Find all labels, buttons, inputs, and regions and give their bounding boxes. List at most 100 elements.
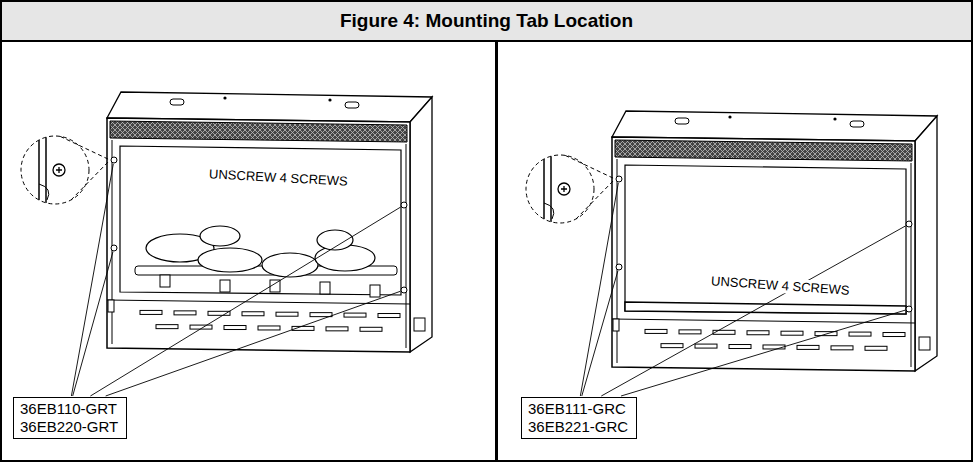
detail-ground bbox=[526, 155, 594, 223]
louver-slot bbox=[174, 311, 196, 315]
mounting-screw bbox=[111, 157, 117, 163]
model-number: 36EB220-GRT bbox=[18, 418, 120, 436]
detail-screw-slot bbox=[56, 167, 62, 173]
louver-slot bbox=[729, 345, 751, 349]
louver-slot bbox=[865, 346, 887, 350]
insert-top bbox=[107, 92, 432, 122]
louver-slot bbox=[661, 344, 683, 348]
instruction-label: UNSCREW 4 SCREWS bbox=[207, 166, 350, 188]
insert-side bbox=[410, 97, 432, 352]
figure-panel: 36EB110-GRT36EB220-GRT UNSCREW 4 SCREWS bbox=[0, 40, 498, 462]
detail-view bbox=[526, 149, 594, 229]
detail-screw bbox=[558, 183, 570, 195]
insert-top bbox=[612, 111, 937, 141]
louver-slot bbox=[378, 314, 400, 318]
frame-line bbox=[406, 144, 407, 348]
detail-screw bbox=[53, 164, 65, 176]
louver-slot bbox=[156, 325, 178, 329]
louver-slot bbox=[883, 333, 905, 337]
top-hole bbox=[833, 117, 836, 120]
louver-slot bbox=[276, 312, 298, 316]
side-tab bbox=[613, 319, 619, 331]
louver-slot bbox=[645, 329, 667, 333]
top-hole bbox=[223, 96, 226, 99]
fireplace-insert bbox=[526, 111, 937, 371]
louver-slot bbox=[849, 332, 871, 336]
detail-tab bbox=[39, 184, 49, 200]
detail-leader bbox=[565, 155, 615, 179]
top-slot bbox=[850, 121, 864, 127]
louver-slot bbox=[310, 313, 332, 317]
grate-leg bbox=[160, 275, 170, 287]
louver-slot bbox=[242, 312, 264, 316]
log bbox=[200, 226, 240, 246]
louver-slot bbox=[326, 327, 348, 331]
mounting-screw bbox=[906, 306, 912, 312]
top-slot bbox=[675, 118, 689, 124]
firebox-opening bbox=[120, 146, 401, 295]
detail-circle bbox=[21, 136, 89, 204]
louver-slot bbox=[360, 327, 382, 331]
leader-line bbox=[71, 164, 113, 396]
top-hole bbox=[728, 115, 731, 118]
mounting-screw bbox=[616, 264, 622, 270]
louver-slot bbox=[695, 344, 717, 348]
insert-side bbox=[915, 116, 937, 371]
instruction-label: UNSCREW 4 SCREWS bbox=[709, 273, 852, 298]
louver-slot bbox=[679, 330, 701, 334]
leader-line bbox=[601, 226, 905, 396]
leader-line bbox=[106, 291, 401, 396]
figure-title: Figure 4: Mounting Tab Location bbox=[340, 10, 633, 32]
detail-leader bbox=[71, 160, 110, 200]
detail-leader bbox=[576, 179, 615, 219]
grate-leg bbox=[370, 285, 380, 297]
detail-circle bbox=[526, 155, 594, 223]
switch-box bbox=[919, 337, 930, 350]
louver-slot bbox=[713, 330, 735, 334]
log bbox=[198, 248, 262, 272]
log bbox=[262, 253, 318, 277]
detail-screw-slot bbox=[561, 186, 567, 192]
insert-front bbox=[107, 118, 410, 352]
detail-ground bbox=[21, 136, 89, 204]
louver-slot bbox=[224, 326, 246, 330]
mounting-screw bbox=[906, 221, 912, 227]
model-number: 36EB221-GRC bbox=[526, 418, 630, 436]
louver-slot bbox=[831, 346, 853, 350]
detail-edge bbox=[543, 149, 545, 229]
leader-line bbox=[582, 271, 618, 396]
leader-line bbox=[90, 207, 400, 396]
firebox-opening bbox=[625, 165, 906, 314]
louver-slot bbox=[797, 345, 819, 349]
frame-line bbox=[911, 163, 912, 367]
title-band: Figure 4: Mounting Tab Location bbox=[0, 0, 973, 42]
louver-slot bbox=[258, 326, 280, 330]
mounting-screw bbox=[401, 202, 407, 208]
mounting-screw bbox=[111, 245, 117, 251]
louver-slot bbox=[747, 331, 769, 335]
model-number: 36EB110-GRT bbox=[18, 400, 120, 418]
louver-slot bbox=[763, 345, 785, 349]
leader-line bbox=[580, 183, 618, 396]
detail-leader bbox=[60, 136, 110, 160]
model-number-box: 36EB110-GRT36EB220-GRT bbox=[13, 397, 127, 439]
louver-slot bbox=[140, 310, 162, 314]
detail-view bbox=[21, 130, 89, 210]
grate-leg bbox=[320, 282, 330, 294]
detail-edge bbox=[45, 130, 47, 210]
leader-line bbox=[621, 310, 905, 396]
side-tab bbox=[108, 300, 114, 312]
detail-edge bbox=[550, 149, 552, 229]
detail-edge bbox=[38, 130, 40, 210]
model-number-box: 36EB111-GRC36EB221-GRC bbox=[521, 397, 637, 439]
insert-front bbox=[612, 137, 915, 371]
model-number: 36EB111-GRC bbox=[526, 400, 630, 418]
switch-box bbox=[414, 318, 425, 331]
top-slot bbox=[345, 102, 359, 108]
detail-tab bbox=[544, 203, 554, 219]
heater-mesh bbox=[110, 121, 407, 142]
grate-leg bbox=[220, 280, 230, 292]
top-slot bbox=[170, 99, 184, 105]
